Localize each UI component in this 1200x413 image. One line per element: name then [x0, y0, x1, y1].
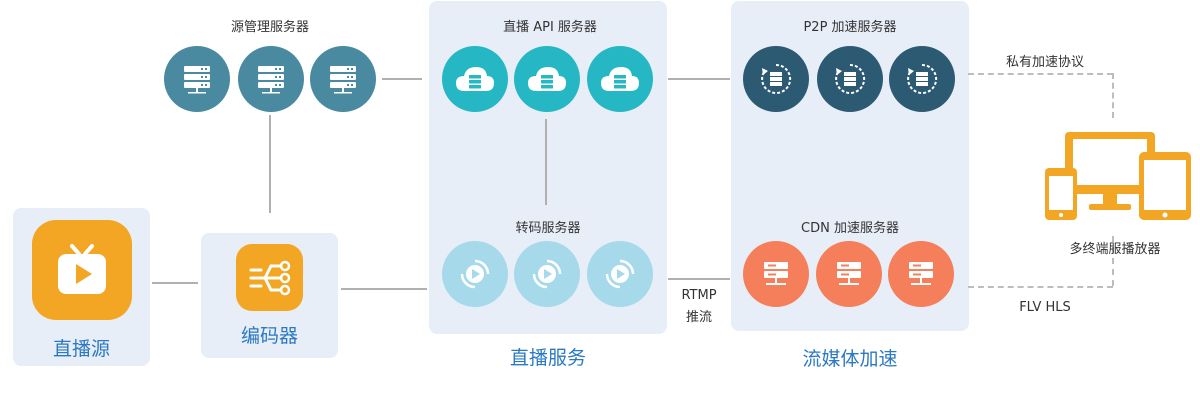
rtmp-label-line2: 推流: [685, 310, 712, 325]
transcode-server-1: [442, 241, 508, 307]
api-servers-label: 直播 API 服务器: [503, 20, 597, 35]
api-server-3: [587, 46, 653, 112]
private-protocol-label: 私有加速协议: [1005, 55, 1084, 70]
refresh-server-icon: [907, 63, 938, 94]
connector-transcode-cdn: [668, 278, 730, 280]
origin-servers-label: 源管理服务器: [230, 20, 309, 35]
section-source: 直播源: [52, 338, 110, 360]
server-rack-icon: [909, 262, 933, 285]
flv-hls-label: FLV HLS: [1019, 300, 1071, 315]
section-stream-accel: 流媒体加速: [802, 348, 898, 370]
cloud-server-icon: [601, 67, 639, 91]
transcode-server-2: [514, 241, 580, 307]
encoder-icon: [236, 244, 303, 311]
p2p-server-1: [743, 46, 809, 112]
connector-origin-api: [382, 78, 422, 80]
play-refresh-icon: [460, 259, 490, 289]
cdn-servers-label: CDN 加速服务器: [801, 221, 899, 236]
connector-encoder-transcode: [341, 288, 427, 290]
cdn-server-2: [816, 241, 882, 307]
api-server-1: [442, 46, 508, 112]
dash-p2p-player-v: [1112, 73, 1114, 118]
play-refresh-icon: [532, 259, 562, 289]
dash-cdn-player-h: [968, 286, 1113, 288]
tv-icon: [32, 220, 132, 320]
cloud-server-icon: [456, 67, 494, 91]
transcode-servers-label: 转码服务器: [515, 221, 581, 236]
play-refresh-icon: [605, 259, 635, 289]
connector-origin-encoder: [269, 115, 271, 213]
server-rack-icon: [330, 66, 356, 94]
refresh-server-icon: [835, 63, 866, 94]
p2p-server-3: [889, 46, 955, 112]
multi-player-label: 多终端服播放器: [1069, 242, 1161, 257]
connector-source-encoder: [152, 282, 198, 284]
cdn-server-1: [743, 241, 809, 307]
server-rack-icon: [837, 262, 861, 285]
section-encoder: 编码器: [240, 325, 298, 347]
origin-server-1: [164, 46, 230, 112]
server-rack-icon: [764, 262, 788, 285]
rtmp-label-line1: RTMP: [681, 288, 717, 303]
origin-server-3: [310, 46, 376, 112]
connector-api-p2p: [668, 78, 730, 80]
multi-device-icon: [1043, 130, 1193, 222]
cloud-server-icon: [528, 67, 566, 91]
connector-api-transcode: [545, 119, 547, 205]
refresh-server-icon: [761, 63, 792, 94]
api-server-2: [514, 46, 580, 112]
origin-server-2: [238, 46, 304, 112]
dash-cdn-player-v: [1112, 236, 1114, 286]
server-rack-icon: [184, 66, 210, 94]
p2p-servers-label: P2P 加速服务器: [803, 20, 897, 35]
server-rack-icon: [258, 66, 284, 94]
transcode-server-3: [587, 241, 653, 307]
p2p-server-2: [817, 46, 883, 112]
dash-p2p-player-h: [968, 73, 1113, 75]
section-live-service: 直播服务: [509, 347, 586, 369]
cdn-server-3: [888, 241, 954, 307]
